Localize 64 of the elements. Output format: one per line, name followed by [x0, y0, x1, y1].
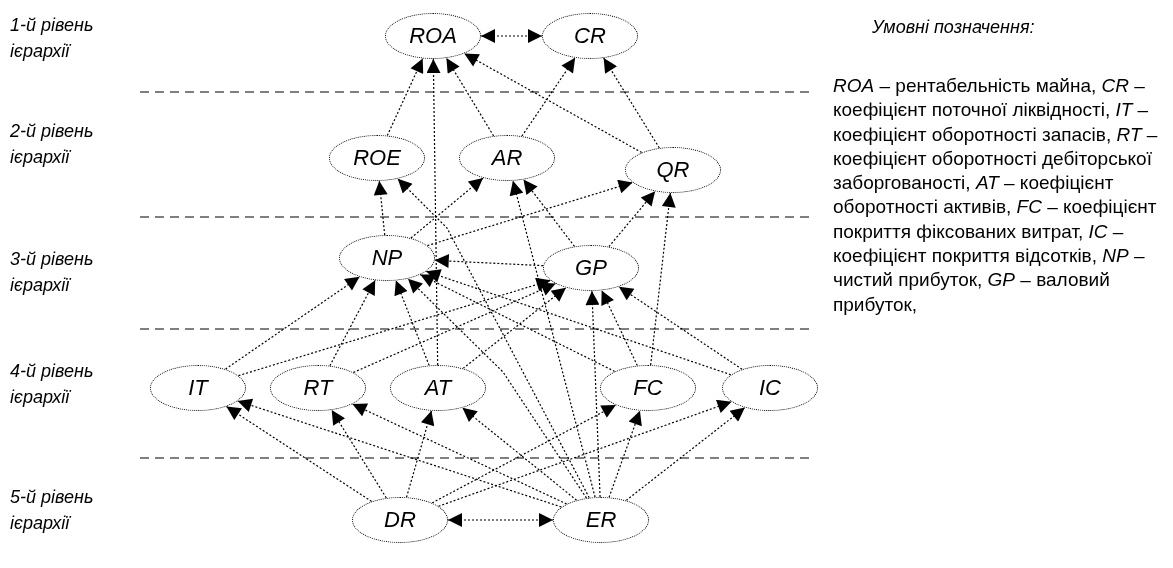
node-label: ROA: [409, 25, 457, 47]
arrow: [434, 254, 544, 268]
arrow: [462, 287, 567, 369]
node-label: RT: [303, 377, 333, 399]
arrow: [405, 410, 435, 498]
node-ellipse: [270, 365, 366, 411]
arrow: [522, 179, 576, 247]
node-label: ROE: [353, 147, 401, 169]
arrow: [509, 180, 596, 498]
node-label: GP: [575, 257, 607, 279]
arrow: [431, 404, 617, 504]
node-label: QR: [656, 159, 690, 181]
node-ellipse: [339, 235, 435, 281]
arrow: [650, 192, 676, 366]
node-label: AT: [424, 377, 452, 399]
arrow: [352, 282, 557, 374]
arrow: [447, 513, 554, 527]
node-label: DR: [384, 509, 416, 531]
node-label: IT: [188, 377, 208, 399]
arrow: [461, 407, 578, 501]
legend-heading: Умовні позначення:: [872, 16, 1035, 39]
node-ellipse: [543, 245, 639, 291]
node-ellipse: [722, 365, 818, 411]
arrow: [601, 289, 638, 367]
arrow: [329, 279, 376, 367]
arrow: [625, 407, 746, 501]
level-label: 1-й рівень ієрархії: [10, 14, 95, 63]
arrow: [373, 180, 388, 236]
arrow: [480, 29, 543, 43]
node-label: IC: [759, 377, 781, 399]
level-label: 2-й рівень ієрархії: [10, 120, 95, 169]
arrow: [425, 269, 732, 376]
arrow: [426, 58, 441, 366]
node-ellipse: [385, 13, 481, 59]
node-ellipse: [553, 497, 649, 543]
node-label: FC: [633, 377, 663, 399]
arrow: [608, 410, 642, 498]
legend-text: ROA – рентабельність майна, CR – коефіцієнт поточної ліквідності, IT – коефіцієнт оборотності запасів, RT – коефіцієнт оборотності дебіторської заборгованості, AT – коефіцієнт оборотності активів, FC – коефіцієнт покриття фіксованих витрат, IC – коефіцієнт покриття відсотків, NP – чистий прибуток, GP – валовий прибуток,: [833, 74, 1159, 317]
node-label: ER: [585, 509, 617, 531]
arrow: [410, 177, 484, 239]
node-label: CR: [574, 25, 606, 47]
arrow: [419, 273, 616, 373]
arrow: [618, 286, 743, 370]
level-label: 5-й рівень ієрархії: [10, 486, 95, 535]
arrow: [237, 398, 562, 508]
arrow: [394, 280, 430, 366]
arrow: [585, 290, 601, 498]
arrow: [351, 403, 568, 505]
arrow: [225, 405, 373, 503]
arrow: [237, 277, 552, 377]
node-ellipse: [625, 147, 721, 193]
arrow: [224, 276, 361, 370]
node-ellipse: [150, 365, 246, 411]
node-label: AR: [491, 147, 523, 169]
arrow: [386, 57, 424, 137]
arrow: [521, 57, 576, 137]
node-ellipse: [600, 365, 696, 411]
node-label: NP: [371, 247, 403, 269]
level-label: 4-й рівень ієрархії: [10, 360, 95, 409]
arrow: [437, 399, 733, 507]
level-label: 3-й рівень ієрархії: [10, 248, 95, 297]
arrow: [463, 52, 643, 154]
arrow: [397, 178, 590, 499]
arrow: [426, 179, 634, 247]
